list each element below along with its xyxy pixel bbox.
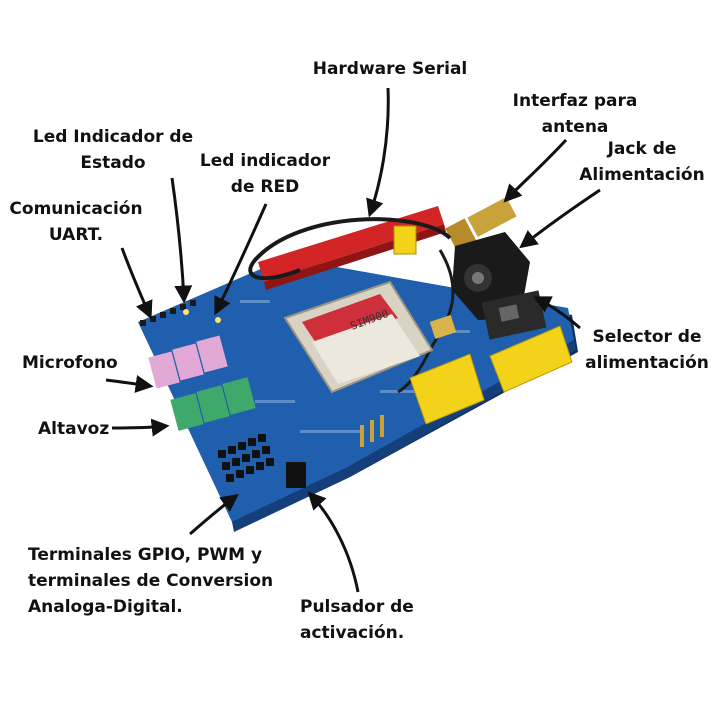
uart-header-pins [140,300,196,326]
arrow-button [307,491,360,593]
label-antenna-line1: Interfaz para [512,91,638,111]
arrow-antenna [503,138,568,203]
label-led-red-line2: de RED [230,177,300,197]
arrow-hardware-serial [366,87,390,218]
label-gpio-line3: Analoga-Digital. [28,597,183,617]
label-hardware-serial: Hardware Serial [300,56,480,82]
label-antenna-line2: antena [541,117,609,137]
arrow-power-selector [532,296,581,330]
antenna-cable [248,217,452,281]
sim900-module: SIM900 [283,280,434,394]
label-uart-line1: Comunicación [9,199,143,219]
label-led-red-line1: Led indicador [199,151,331,171]
label-led-status: Led Indicador de Estado [22,124,204,176]
label-uart-line2: UART. [48,225,104,245]
label-gpio: Terminales GPIO, PWM y terminales de Con… [28,542,273,620]
label-gpio-line2: terminales de Conversion [28,571,274,591]
label-power-jack-line2: Alimentación [579,165,705,185]
label-uart: Comunicación UART. [0,196,152,248]
arrow-led-red [214,203,268,316]
label-led-status-line2: Estado [80,153,146,173]
label-button: Pulsador de activación. [300,594,414,646]
label-microphone: Microfono [22,350,118,376]
label-power-jack-line1: Jack de [607,139,677,159]
label-button-line2: activación. [300,623,405,643]
arrow-microphone [105,375,154,393]
arrow-led-status [170,177,193,304]
label-speaker-text: Altavoz [38,419,110,439]
label-power-selector-line1: Selector de [592,327,702,347]
arrow-gpio [189,493,239,536]
label-led-status-line1: Led Indicador de [32,127,194,147]
label-gpio-line1: Terminales GPIO, PWM y [28,545,263,565]
arrow-speaker [111,418,170,437]
label-power-selector: Selector de alimentación [576,324,718,376]
label-microphone-text: Microfono [22,353,118,373]
three-pin-header [360,415,384,447]
arrow-power-jack [519,188,601,249]
label-led-red: Led indicador de RED [190,148,340,200]
power-selector-switch [481,290,547,340]
callout-arrows [105,87,601,593]
speaker-jacks [170,377,256,431]
label-power-selector-line2: alimentación [585,353,709,373]
arrow-uart [120,247,153,320]
board-edge [232,340,576,532]
microphone-jacks [148,335,228,389]
network-led [215,317,221,323]
label-hardware-serial-text: Hardware Serial [312,59,468,79]
label-speaker: Altavoz [38,416,109,442]
yellow-jumper [393,225,417,255]
status-led [183,309,189,315]
label-antenna: Interfaz para antena [500,88,650,140]
label-button-line1: Pulsador de [300,597,414,617]
push-button [286,462,306,488]
gpio-header [218,434,274,482]
antenna-pad [429,315,457,339]
label-power-jack: Jack de Alimentación [572,136,712,188]
yellow-pin-headers [409,325,573,425]
